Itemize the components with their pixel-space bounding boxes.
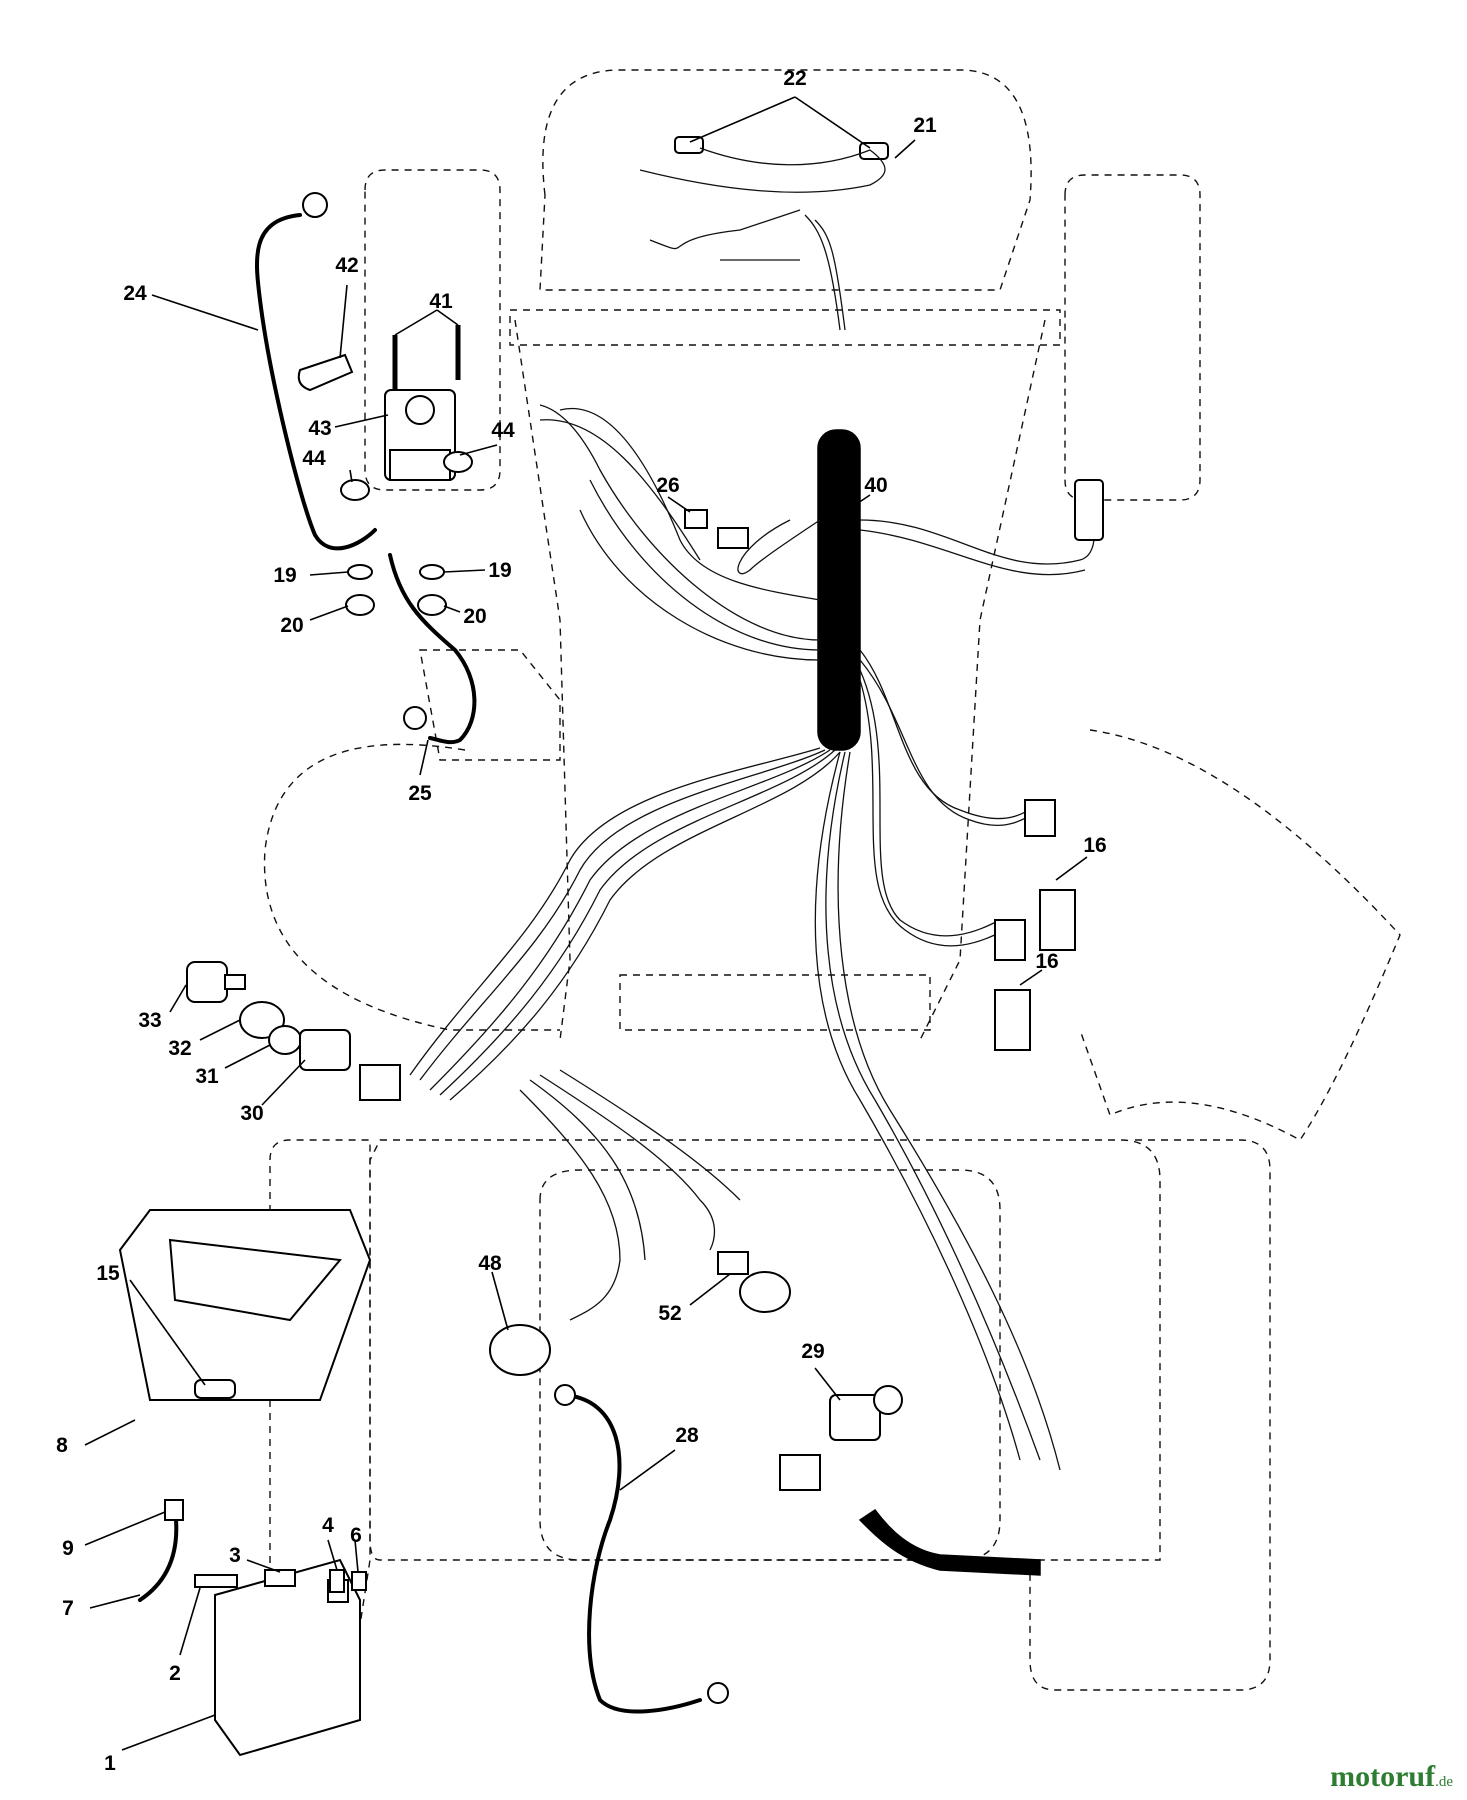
leader-lines (84, 96, 1088, 1751)
callout-16-upper: 16 (1083, 834, 1106, 857)
nut-31 (268, 1025, 302, 1055)
boot-42 (297, 353, 354, 392)
callout-44-right: 44 (491, 419, 515, 442)
main-harness (409, 209, 1096, 1471)
nut-6 (351, 1571, 367, 1591)
bolt-2 (194, 1574, 238, 1588)
solenoid-43 (384, 389, 456, 481)
frame-left-rail (514, 319, 571, 1041)
watermark-main: motoruf (1330, 1760, 1436, 1793)
callout-41: 41 (429, 290, 453, 313)
nuts-20 (345, 594, 447, 616)
callout-8: 8 (56, 1434, 68, 1457)
bolts-41 (392, 325, 461, 390)
harness-coil-sleeve (817, 429, 861, 751)
battery-cable-28 (554, 1384, 729, 1714)
fitting-9 (164, 1499, 184, 1521)
callout-15: 15 (96, 1262, 120, 1285)
callout-9: 9 (62, 1537, 74, 1560)
battery-box-8 (118, 1209, 372, 1401)
terminal-3 (264, 1569, 296, 1587)
nuts-44 (340, 451, 473, 501)
left-deck-outline (263, 743, 560, 1031)
callout-28: 28 (675, 1424, 699, 1447)
callout-26: 26 (656, 474, 679, 497)
ignition-key-33 (186, 961, 246, 1003)
fuse-holder-15 (194, 1379, 236, 1399)
callout-30: 30 (240, 1102, 263, 1125)
callout-31: 31 (195, 1065, 219, 1088)
lamp-48 (489, 1324, 551, 1376)
callout-7: 7 (62, 1597, 74, 1620)
callout-29: 29 (801, 1340, 824, 1363)
seat-switch-29 (779, 1385, 903, 1491)
callout-3: 3 (229, 1544, 241, 1567)
callout-2: 2 (169, 1662, 181, 1685)
tractor-outline (263, 69, 1401, 1691)
callout-labels: 22 21 42 24 41 43 44 44 26 40 19 19 20 2… (56, 67, 1107, 1775)
callout-19-right: 19 (488, 559, 511, 582)
callout-6: 6 (350, 1524, 362, 1547)
right-front-wheel-outline (1064, 174, 1201, 501)
site-watermark: motoruf.de (1330, 1760, 1453, 1794)
coil-cord (858, 1508, 1041, 1576)
callout-20-right: 20 (463, 605, 486, 628)
callout-25: 25 (408, 782, 432, 805)
frame-right-rail (919, 319, 1046, 1041)
lamp-52 (717, 1251, 791, 1313)
right-rear-wheel-outline (1029, 1139, 1271, 1691)
watermark-suffix: .de (1435, 1774, 1453, 1790)
terminal-4 (329, 1569, 345, 1593)
callout-48: 48 (478, 1252, 502, 1275)
body-outline (369, 1139, 1161, 1561)
mid-frame-outline (619, 974, 931, 1031)
callout-32: 32 (168, 1037, 191, 1060)
callout-33: 33 (138, 1009, 161, 1032)
hose-7 (138, 1518, 179, 1602)
dash-panel-outline (419, 649, 561, 761)
callout-1: 1 (104, 1752, 116, 1775)
connector-right-fender (1074, 479, 1104, 541)
callout-42: 42 (335, 254, 358, 277)
ignition-switch-30 (299, 1029, 401, 1101)
callout-24: 24 (123, 282, 147, 305)
ground-cable-25 (388, 553, 477, 745)
callout-20-left: 20 (280, 614, 303, 637)
battery-cable-24 (255, 192, 377, 551)
seat-outline (539, 1169, 1001, 1561)
switches-16 (994, 799, 1076, 1051)
callout-52: 52 (658, 1302, 681, 1325)
left-front-wheel-outline (364, 169, 501, 491)
callout-21: 21 (913, 114, 937, 137)
front-axle-outline (509, 309, 1061, 346)
callout-43: 43 (308, 417, 331, 440)
headlights-22 (639, 136, 889, 193)
hood-outline (539, 69, 1032, 291)
callout-44-left: 44 (302, 447, 326, 470)
callout-16-lower: 16 (1035, 950, 1058, 973)
callout-22: 22 (783, 67, 806, 90)
callout-19-left: 19 (273, 564, 296, 587)
right-deck-outline (1079, 729, 1401, 1141)
callout-40: 40 (864, 474, 887, 497)
callout-4: 4 (322, 1514, 334, 1537)
connector-26 (684, 509, 749, 549)
